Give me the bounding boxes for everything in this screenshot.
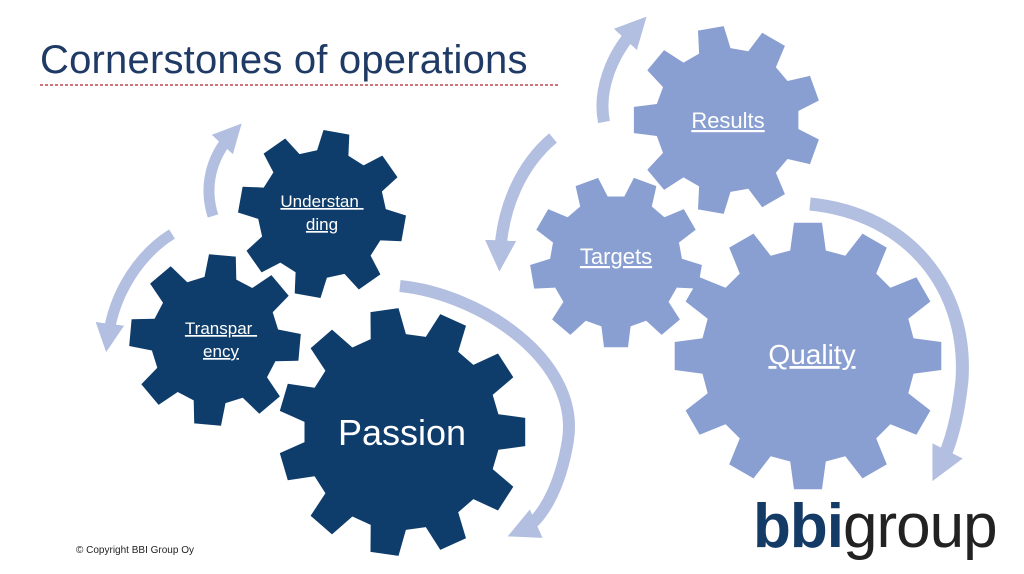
arrow-targets-left	[485, 133, 557, 272]
gear-transparency	[129, 254, 301, 426]
arrow-results-up	[596, 16, 647, 124]
gear-label-passion: Passion	[338, 412, 466, 453]
copyright-text: © Copyright BBI Group Oy	[76, 545, 194, 556]
gear-understanding	[238, 130, 406, 298]
gear-label-quality: Quality	[768, 339, 855, 370]
gear-label-targets: Targets	[580, 244, 652, 269]
arrow-quality-down	[809, 197, 969, 482]
gear-targets	[530, 177, 702, 348]
gear-label-results: Results	[691, 108, 764, 133]
gear-results	[633, 26, 819, 214]
logo-group: group	[842, 492, 998, 561]
arrow-passion-cycle	[399, 280, 575, 538]
gear-label-understanding: Understan ding	[280, 192, 363, 234]
gear-passion	[279, 308, 526, 556]
title-spellcheck-underline	[40, 84, 558, 86]
gear-quality	[674, 222, 942, 490]
company-logo: bbigroup	[753, 496, 998, 558]
gear-label-transparency: Transpar ency	[185, 319, 257, 361]
arrow-understanding-up	[203, 123, 242, 218]
logo-bbi: bbi	[753, 492, 844, 561]
arrow-transparency-left	[95, 229, 176, 353]
slide-title: Cornerstones of operations	[40, 38, 528, 82]
